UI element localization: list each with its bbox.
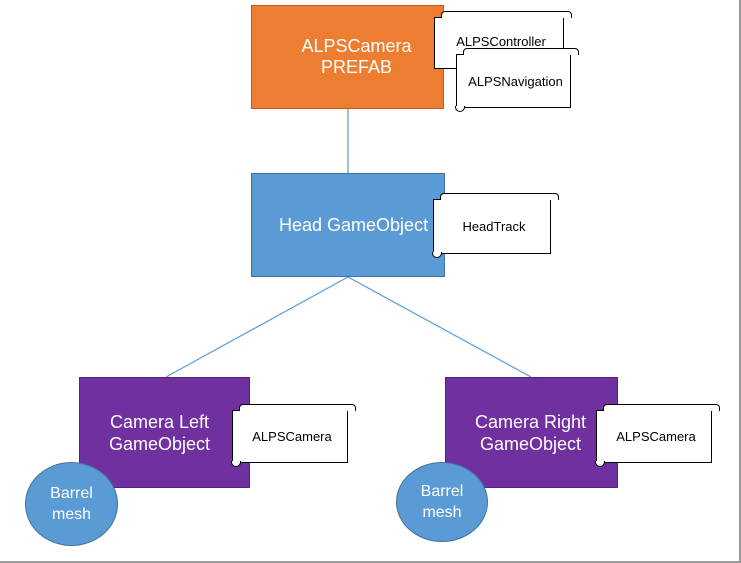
camera-right-line2: GameObject xyxy=(479,433,582,454)
camera-left-line1: Camera Left xyxy=(109,411,210,432)
alps-navigation-label: ALPSNavigation xyxy=(468,73,563,89)
alps-navigation-scroll[interactable]: ALPSNavigation xyxy=(455,48,579,112)
barrel-mesh-right-line1: Barrel xyxy=(420,483,464,500)
alps-camera-right-label: ALPSCamera xyxy=(616,429,696,444)
head-node[interactable]: Head GameObject xyxy=(251,173,445,277)
prefab-label: ALPSCamera PREFAB xyxy=(301,36,412,77)
camera-left-node[interactable]: Camera Left GameObject xyxy=(79,377,250,488)
connector-head-right xyxy=(347,276,532,378)
head-track-scroll[interactable]: HeadTrack xyxy=(432,193,559,258)
barrel-mesh-left-line2: mesh xyxy=(51,506,92,523)
alps-camera-left-label: ALPSCamera xyxy=(252,429,332,444)
camera-right-line1: Camera Right xyxy=(474,411,587,432)
camera-left-line2: GameObject xyxy=(108,433,211,454)
barrel-mesh-right[interactable]: Barrel mesh xyxy=(396,462,488,542)
head-track-label: HeadTrack xyxy=(462,219,526,234)
head-label: Head GameObject xyxy=(279,214,429,235)
connector-head-left xyxy=(165,276,349,378)
alps-controller-label: ALPSController xyxy=(456,34,546,49)
prefab-node[interactable]: ALPSCamera PREFAB xyxy=(251,5,444,109)
barrel-mesh-right-line2: mesh xyxy=(422,504,462,521)
barrel-mesh-left[interactable]: Barrel mesh xyxy=(25,462,118,546)
alps-camera-left-scroll[interactable]: ALPSCamera xyxy=(231,404,356,467)
alps-camera-right-scroll[interactable]: ALPSCamera xyxy=(595,404,720,467)
barrel-mesh-left-line1: Barrel xyxy=(50,485,93,502)
